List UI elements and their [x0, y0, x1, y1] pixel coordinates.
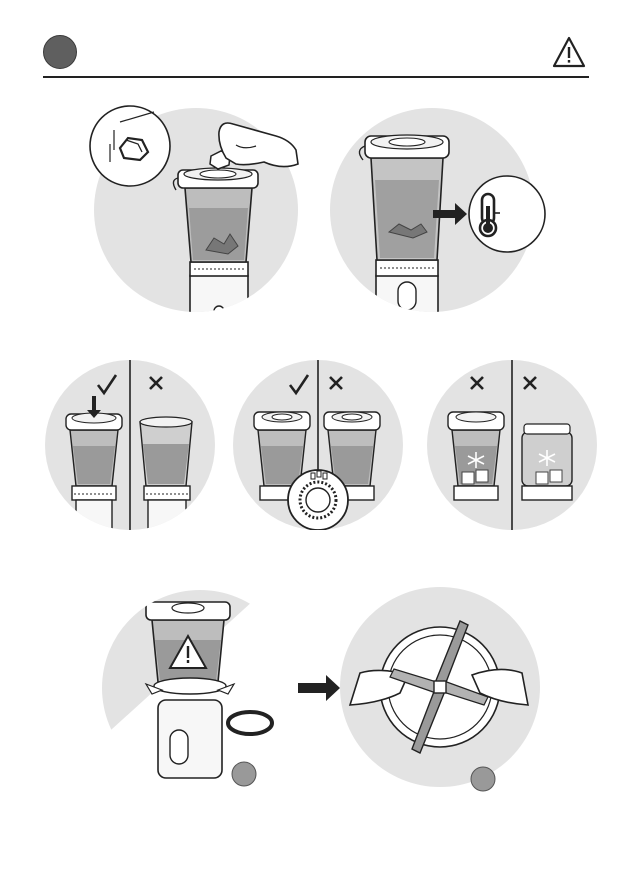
- arrow-right-icon: [298, 675, 340, 701]
- dial-icon: [288, 470, 348, 530]
- panel-lid-on-vs-off: [40, 360, 220, 530]
- warning-triangle-icon: [552, 36, 586, 68]
- panel-lid-cap-locked: [230, 360, 405, 530]
- step-badge: [471, 767, 495, 791]
- panel-temperature-check: [325, 100, 550, 315]
- panel-no-frozen-content: [424, 360, 599, 530]
- step-badge: [232, 762, 256, 786]
- panel-blade-removal: [290, 585, 550, 795]
- panel-add-ice-cube: [86, 100, 302, 315]
- panel-blade-warning-seal: [100, 590, 300, 790]
- step-number-dot: [43, 35, 77, 69]
- header-divider: [43, 76, 589, 78]
